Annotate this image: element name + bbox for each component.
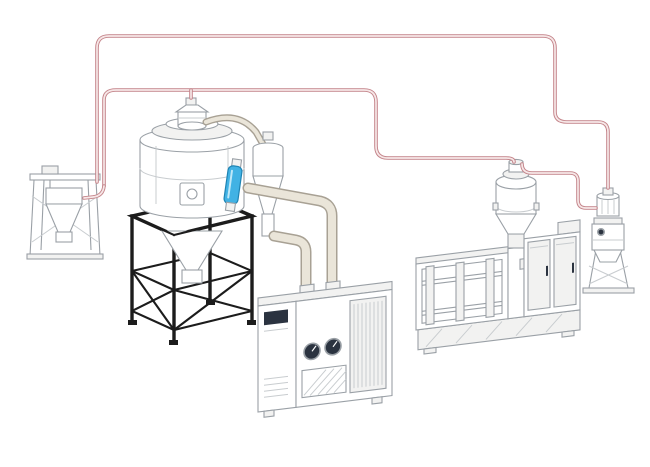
dryer-display — [264, 309, 288, 326]
injection-molding-machine — [415, 219, 581, 355]
support-stand — [126, 196, 258, 345]
cabinet-door-left — [527, 238, 551, 311]
vacuum-gauge — [596, 228, 605, 237]
moving-platen — [425, 265, 435, 326]
hopper-loader — [174, 97, 210, 131]
sight-glass-valve — [223, 158, 243, 213]
conveying-lines — [82, 34, 610, 210]
fixed-platen — [485, 257, 495, 319]
cabinet-door-right — [553, 235, 577, 308]
vacuum-pump — [582, 187, 635, 294]
big-bag-station — [26, 165, 104, 260]
temperature-gauge — [324, 337, 342, 356]
machine-receiver — [492, 158, 540, 249]
hoist-trolley — [41, 165, 59, 175]
dehumidifying-dryer — [257, 280, 393, 418]
middle-platen — [455, 261, 465, 322]
process-air-ducts — [242, 182, 338, 296]
